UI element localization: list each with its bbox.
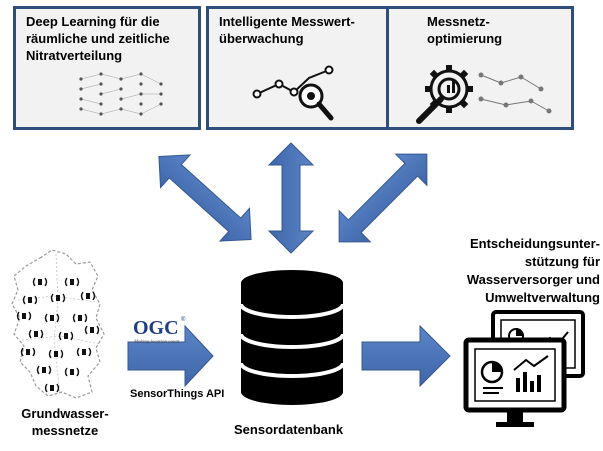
decision-support-label: Entscheidungsunter- stützung für Wasserv… [466, 236, 600, 305]
arrow-to-decision-support [361, 324, 451, 388]
optimization-box: Messnetz- optimierung [386, 6, 574, 130]
neural-network-icon [79, 72, 163, 116]
sensor-station-icon [84, 325, 100, 335]
sensor-station-icon [64, 367, 80, 377]
optimization-title: Messnetz- optimierung [427, 14, 503, 46]
database-icon [239, 270, 345, 405]
gear-wrench-icon [416, 65, 552, 124]
sensor-station-icon [20, 347, 36, 357]
sensor-station-icon [32, 277, 48, 287]
dashboard-monitors-icon [463, 310, 585, 427]
sensorthings-api-label: SensorThings API [130, 388, 225, 400]
deep-learning-box: Deep Learning für die räumliche und zeit… [13, 6, 201, 130]
ogc-logo: OGC ® Making location count. [133, 316, 186, 345]
registered-mark: ® [181, 316, 186, 323]
arrow-to-database [127, 324, 214, 388]
sensor-station-icon [50, 293, 66, 303]
arrow-left-bidirectional [158, 154, 252, 242]
sensor-station-icon [44, 383, 60, 393]
sensor-station-icon [22, 295, 38, 305]
arrow-right-bidirectional [338, 153, 428, 243]
groundwater-networks-label: Grundwasser- messnetze [21, 406, 109, 438]
sensor-station-icon [64, 277, 80, 287]
sensor-station-icon [80, 291, 96, 301]
deep-learning-title: Deep Learning für die räumliche und zeit… [26, 14, 170, 63]
sensor-station-icon [44, 313, 60, 323]
sensor-station-icon [72, 313, 88, 323]
sensor-station-icon [28, 329, 44, 339]
monitoring-title: Intelligente Messwert- überwachung [219, 14, 355, 46]
sensor-station-icon [36, 365, 52, 375]
sensor-station-icon [48, 349, 64, 359]
database-label: Sensordatenbank [234, 422, 344, 437]
germany-map [11, 249, 105, 399]
sensor-station-icon [58, 331, 74, 341]
monitoring-box: Intelligente Messwert- überwachung [206, 6, 394, 130]
sensor-stations [16, 277, 100, 393]
chart-magnifier-icon [252, 65, 334, 121]
sensor-station-icon [16, 311, 32, 321]
ogc-tagline: Making location count. [133, 340, 181, 345]
ogc-logo-text: OGC [133, 317, 179, 339]
sensor-station-icon [76, 347, 92, 357]
arrow-center-bidirectional [267, 142, 315, 254]
